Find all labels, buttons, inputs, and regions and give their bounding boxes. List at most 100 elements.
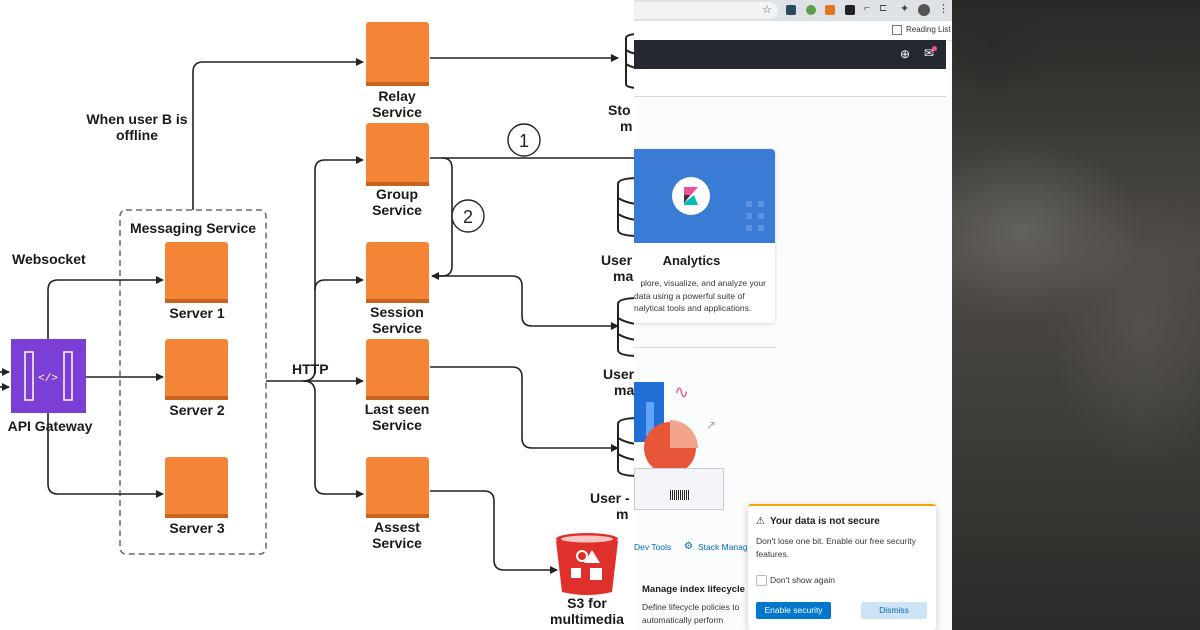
server-3-label: Server 3 (169, 520, 224, 536)
session-service: Session Service (366, 242, 429, 336)
reading-list-link[interactable]: Reading List (906, 25, 951, 34)
messaging-service-label: Messaging Service (130, 220, 256, 236)
enable-security-button[interactable]: Enable security (756, 602, 831, 619)
db-user-2-label2: ma (614, 382, 634, 398)
server-1: Server 1 (165, 242, 228, 321)
api-gateway-label: API Gateway (8, 418, 93, 434)
popup-body: Don't lose one bit. Enable our free secu… (756, 536, 916, 559)
analytics-card-description: plore, visualize, and analyze your data … (634, 277, 766, 315)
kibana-header: ⊕ ✉ (634, 40, 946, 69)
group-service: Group Service (366, 123, 429, 218)
extension-icon[interactable] (806, 5, 816, 15)
relay-service-label: Relay (378, 88, 416, 104)
step-1-circle (507, 123, 541, 157)
description-line: plore, visualize, and analyze your (640, 278, 766, 288)
analytics-card[interactable]: Analytics plore, visualize, and analyze … (634, 149, 775, 323)
db-user-2-label: User (603, 366, 634, 382)
extension-icon[interactable]: ⌐ (864, 3, 870, 14)
relay-service-sublabel: Service (372, 104, 422, 120)
gear-icon[interactable]: ⚙ (684, 541, 693, 552)
popup-title: Your data is not secure (770, 516, 880, 527)
code-icon: </> (38, 373, 58, 385)
api-gateway: </> API Gateway (8, 339, 93, 434)
messaging-service-container (119, 209, 267, 555)
circle-shape-icon (576, 550, 588, 562)
diagram-canvas: Messaging Service (0, 22, 634, 627)
last-seen-service-sublabel: Service (372, 417, 422, 433)
server-2-label: Server 2 (169, 402, 224, 418)
assest-service-sublabel: Service (372, 535, 422, 551)
db-user-3-label: User - (590, 490, 630, 506)
divider (634, 347, 776, 348)
extension-icon[interactable]: ⊏ (879, 3, 888, 14)
offline-label-line2: offline (116, 127, 158, 143)
assest-service-label: Assest (374, 519, 420, 535)
dismiss-button[interactable]: Dismiss (861, 602, 927, 619)
manage-index-desc-1: Define lifecycle policies to (642, 602, 740, 612)
more-menu-icon[interactable]: ⋮ (938, 3, 949, 15)
address-bar[interactable] (634, 2, 778, 19)
analytics-card-title: Analytics (662, 253, 721, 268)
step-2-circle (451, 199, 485, 233)
server-2: Server 2 (165, 339, 228, 418)
puzzle-icon[interactable]: ✦ (900, 3, 910, 15)
square-shape-icon (571, 568, 581, 578)
analytics-card-banner (634, 149, 775, 243)
assest-service: Assest Service (366, 457, 429, 551)
offline-label: When user B is (86, 111, 187, 127)
background-photo (952, 0, 1200, 630)
last-seen-service-label: Last seen (365, 401, 430, 417)
http-label: HTTP (292, 361, 329, 377)
extension-icon[interactable] (786, 5, 796, 15)
db-user-1-label2: ma (613, 268, 633, 284)
step-2-number: 2 (463, 207, 473, 227)
group-service-label: Group (376, 186, 418, 202)
db-user-2: User ma (603, 297, 634, 398)
dont-show-label[interactable]: Don't show again (770, 575, 835, 585)
kibana-logo-icon (672, 177, 710, 215)
warning-icon: ⚠ (756, 516, 765, 527)
websocket-label: Websocket (12, 251, 86, 267)
description-line: data using a powerful suite of (634, 290, 745, 301)
session-service-sublabel: Service (372, 320, 422, 336)
architecture-diagram: Messaging Service (0, 22, 634, 627)
dev-tools-link[interactable]: Dev Tools (634, 542, 672, 552)
triangle-shape-icon (584, 550, 600, 563)
session-service-label: Session (370, 304, 424, 320)
db-user-3-label2: m (616, 506, 628, 522)
db-storage-label2: m (620, 118, 632, 134)
star-icon[interactable]: ☆ (762, 4, 772, 16)
kibana-subheader (634, 69, 946, 97)
newsfeed-icon[interactable]: ✉ (924, 46, 935, 60)
description-line: nalytical tools and applications. (634, 303, 752, 313)
db-user-1: User ma (601, 177, 634, 284)
s3-label2: multimedia (550, 611, 624, 627)
manage-index-desc-2: automatically perform (642, 615, 724, 625)
dont-show-checkbox[interactable] (756, 575, 767, 586)
extension-icon[interactable] (845, 5, 855, 15)
metamask-icon[interactable] (825, 5, 835, 15)
browser-toolbar: ☆ ⌐ ⊏ ✦ ⋮ (634, 0, 952, 21)
notification-dot (932, 46, 937, 51)
step-1-number: 1 (519, 131, 529, 151)
last-seen-service: Last seen Service (365, 339, 430, 433)
security-popup: ⚠ Your data is not secure Don't lose one… (748, 504, 936, 630)
s3-bucket: S3 for multimedia (550, 533, 624, 627)
manage-index-title: Manage index lifecycle (642, 584, 745, 595)
stack-management-link[interactable]: Stack Manag (698, 542, 748, 552)
db-storage-label: Sto (608, 102, 631, 118)
help-icon[interactable]: ⊕ (900, 47, 911, 61)
avatar[interactable] (918, 4, 930, 16)
connectors (0, 54, 634, 574)
db-storage: Sto m (608, 33, 634, 134)
reading-list-icon[interactable] (892, 25, 902, 35)
server-1-label: Server 1 (169, 305, 224, 321)
db-user-3: User - m (590, 417, 634, 522)
group-service-sublabel: Service (372, 202, 422, 218)
s3-label: S3 for (567, 595, 607, 611)
illustration: ∿ ↗ (634, 382, 734, 512)
relay-service: Relay Service (366, 22, 429, 120)
db-user-1-label: User (601, 252, 633, 268)
server-3: Server 3 (165, 457, 228, 536)
bookmarks-bar: Reading List (634, 21, 952, 41)
